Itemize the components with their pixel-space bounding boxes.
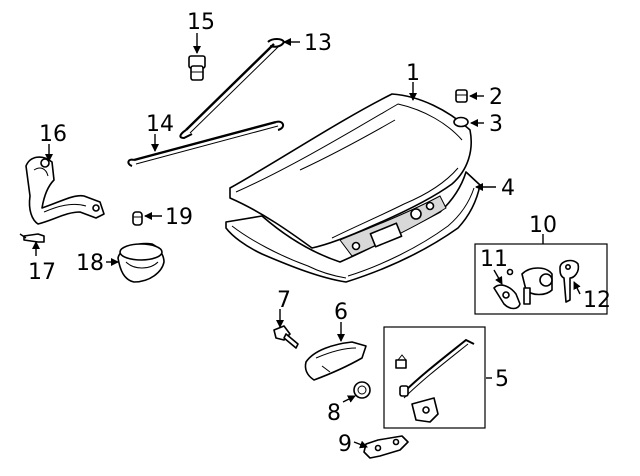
- leader-8: [342, 395, 356, 403]
- lid-lock-panel: [339, 195, 447, 257]
- callout-4: 4: [501, 176, 515, 201]
- storage-cup: [117, 242, 165, 283]
- torsion-rod-lower: [127, 120, 284, 167]
- callout-10: 10: [529, 213, 557, 238]
- leader-9: [353, 440, 368, 449]
- callout-11: 11: [480, 247, 508, 272]
- latch-cover: [304, 341, 367, 381]
- callout-9: 9: [338, 432, 352, 457]
- trunk-lid: [229, 93, 472, 249]
- callout-18: 18: [76, 251, 104, 276]
- callout-13: 13: [304, 31, 332, 56]
- callout-2: 2: [489, 85, 503, 110]
- latch-group-box: [383, 326, 486, 429]
- lock-retainer: [493, 268, 521, 310]
- leader-lines: [32, 33, 581, 449]
- callout-1: 1: [406, 61, 420, 86]
- grommet: [132, 211, 143, 226]
- lock-cylinder: [521, 267, 553, 305]
- release-rod: [401, 338, 475, 399]
- leader-11: [493, 269, 503, 285]
- stop-bumper: [188, 55, 206, 81]
- torsion-rod-upper: [179, 38, 286, 140]
- callout-6: 6: [334, 300, 348, 325]
- callout-8: 8: [327, 401, 341, 426]
- callout-16: 16: [39, 122, 67, 147]
- leader-12: [573, 281, 581, 295]
- latch-bumper: [353, 381, 371, 399]
- striker: [363, 435, 409, 459]
- callout-labels: 1 2 3 4 5 6 7 8 9 10 11 12 13 14 15 16 1…: [28, 10, 611, 457]
- bolt: [273, 325, 299, 349]
- callout-14: 14: [146, 112, 174, 137]
- callout-7: 7: [277, 288, 291, 313]
- key: [559, 259, 580, 303]
- callout-19: 19: [165, 205, 193, 230]
- callout-17: 17: [28, 260, 56, 285]
- lock-cylinder-group-box: [474, 243, 608, 315]
- latch: [411, 397, 439, 423]
- plug: [453, 116, 469, 128]
- callout-3: 3: [489, 112, 503, 137]
- hinge: [25, 156, 105, 225]
- rod-clip: [395, 354, 409, 397]
- weatherstrip: [225, 171, 481, 283]
- hinge-bolt: [19, 233, 45, 243]
- callout-5: 5: [495, 367, 509, 392]
- lid-bumper: [455, 89, 468, 103]
- callout-12: 12: [583, 288, 611, 313]
- callout-15: 15: [187, 10, 215, 35]
